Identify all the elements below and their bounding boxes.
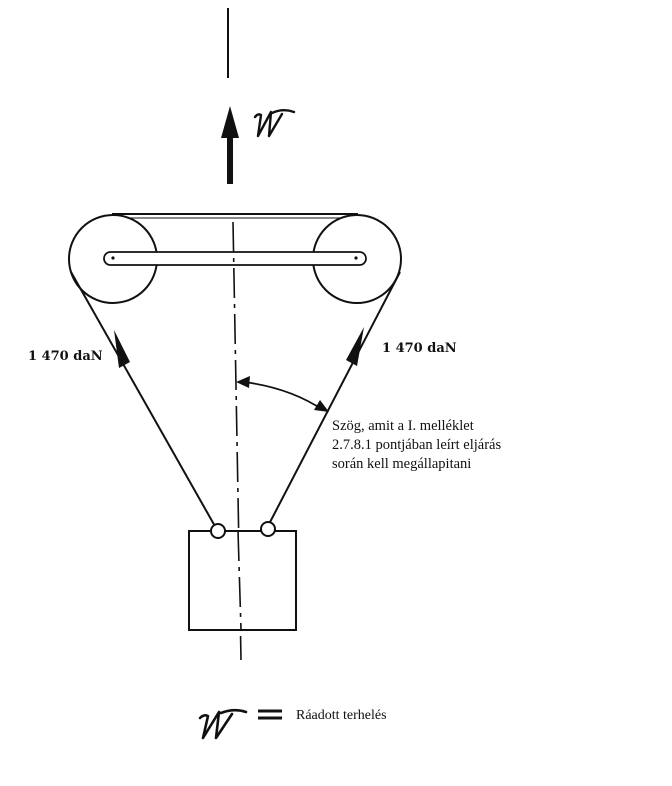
legend-text: Ráadott terhelés — [296, 708, 387, 723]
load-arrow-icon — [221, 106, 239, 184]
right-shackle — [260, 521, 276, 537]
left-force-arrowhead — [114, 330, 130, 368]
force-label-left: 1 470 daN — [28, 349, 103, 364]
left-cable — [70, 271, 217, 529]
load-w-symbol-icon — [253, 109, 296, 138]
load-box — [188, 530, 297, 631]
right-force-arrowhead — [346, 327, 364, 366]
angle-note-line-3: során kell megállapitani — [332, 456, 471, 472]
bar-pin-right — [354, 256, 358, 260]
angle-note-line-2: 2.7.8.1 pontjában leírt eljárás — [332, 437, 501, 453]
angle-arrowhead-right — [314, 400, 329, 412]
legend-w-symbol-icon — [198, 708, 248, 740]
angle-arrowhead-left — [236, 376, 250, 388]
bar-pin-left — [111, 256, 115, 260]
left-shackle — [210, 523, 226, 539]
centerline-dashed — [232, 221, 242, 661]
force-label-right: 1 470 daN — [382, 341, 457, 356]
angle-arc — [243, 381, 324, 411]
connecting-bar — [103, 251, 367, 266]
legend-equals-sign: = — [258, 709, 282, 720]
right-cable — [267, 271, 401, 527]
centerline-over-box — [237, 530, 242, 631]
angle-note-line-1: Szög, amit a I. melléklet — [332, 418, 474, 434]
